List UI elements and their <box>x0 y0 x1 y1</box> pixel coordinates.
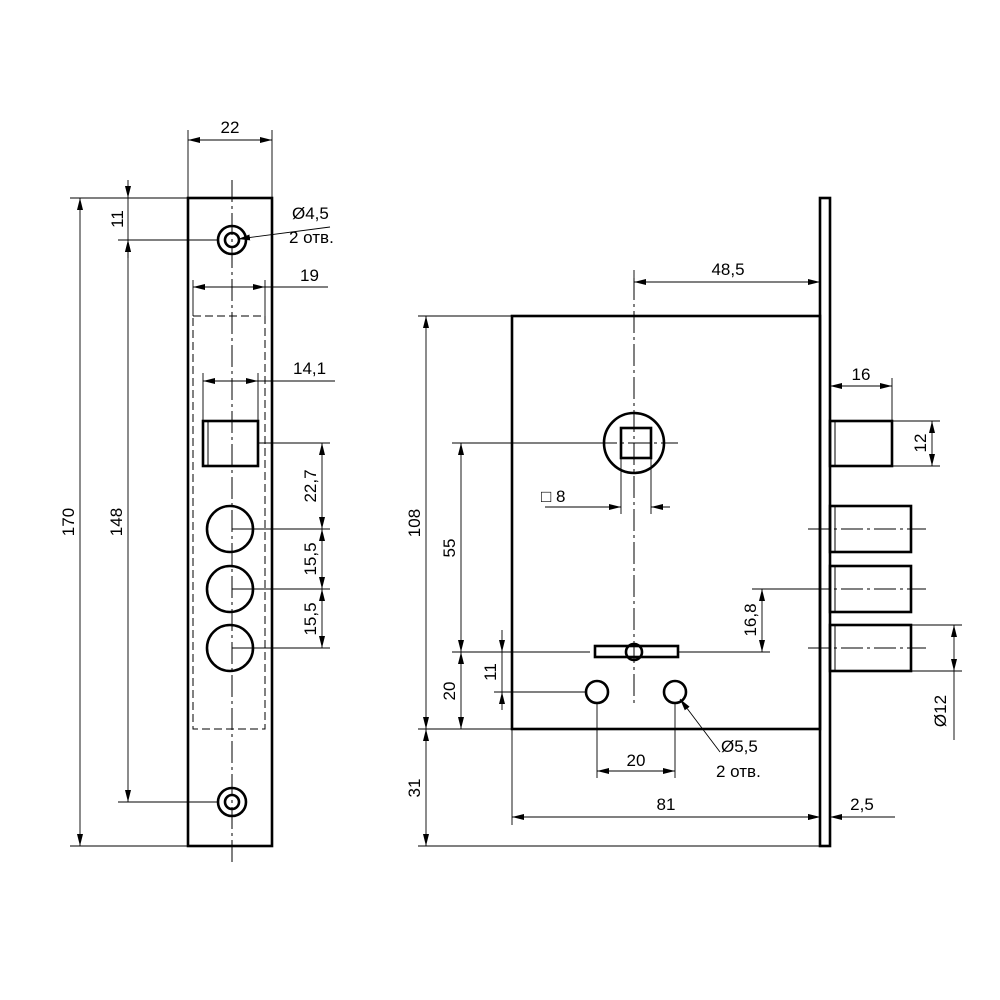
dim-latch-height: 12 <box>911 434 930 453</box>
faceplate-latch-opening <box>201 419 260 468</box>
dim-plate-thickness: 2,5 <box>850 795 874 814</box>
dim-spindle-square: □ 8 <box>541 487 565 506</box>
dim-overall-height: 170 <box>59 508 78 536</box>
dim-hole-spacing: 148 <box>107 508 126 536</box>
keyhole <box>593 642 680 662</box>
dim-hole-offset: 11 <box>108 210 127 228</box>
dim-backset: 48,5 <box>711 260 744 279</box>
dim-body-depth: 81 <box>657 795 676 814</box>
faceplate-dimensions: 22 Ø4,5 2 отв. 170 11 148 19 14,1 <box>59 118 335 847</box>
dim-bolt-offset: 16,8 <box>741 603 760 636</box>
dim-latch-projection: 16 <box>852 365 871 384</box>
dim-latch-to-bolt: 22,7 <box>301 469 320 502</box>
dim-spindle-to-keyhole: 55 <box>440 539 459 558</box>
lock-body-view <box>510 196 926 848</box>
dim-hole-count: 2 отв. <box>289 228 334 247</box>
mount-hole-left <box>584 679 610 705</box>
latch <box>828 419 894 468</box>
dim-bolt-pitch-2: 15,5 <box>301 602 320 635</box>
dim-screw-count: 2 отв. <box>716 762 761 781</box>
faceplate-hidden-case <box>192 315 266 730</box>
lock-body-dimensions: 48,5 16 12 □ 8 108 55 20 11 <box>405 260 962 847</box>
dim-body-height: 108 <box>405 509 424 537</box>
dim-bolt-diameter: Ø12 <box>931 695 950 727</box>
dim-screw-offset: 11 <box>481 663 500 681</box>
mount-hole-right <box>662 679 688 705</box>
dim-keyhole-to-bottom: 20 <box>440 682 459 701</box>
bolt-3 <box>808 623 926 673</box>
dim-latch-width: 14,1 <box>293 359 326 378</box>
bolt-1 <box>808 504 926 554</box>
front-plate <box>818 196 832 848</box>
dim-screw-diameter: Ø5,5 <box>721 737 758 756</box>
bolt-2 <box>808 564 926 614</box>
dim-case-width: 19 <box>300 266 319 285</box>
lock-case <box>510 314 822 731</box>
dim-bolt-pitch-1: 15,5 <box>301 542 320 575</box>
faceplate-outline <box>186 196 274 848</box>
dim-hole-diameter: Ø4,5 <box>292 204 329 223</box>
dim-bottom-extension: 31 <box>405 779 424 798</box>
dim-screw-spacing: 20 <box>627 751 646 770</box>
dim-faceplate-width: 22 <box>221 118 240 137</box>
faceplate-view <box>186 180 274 862</box>
